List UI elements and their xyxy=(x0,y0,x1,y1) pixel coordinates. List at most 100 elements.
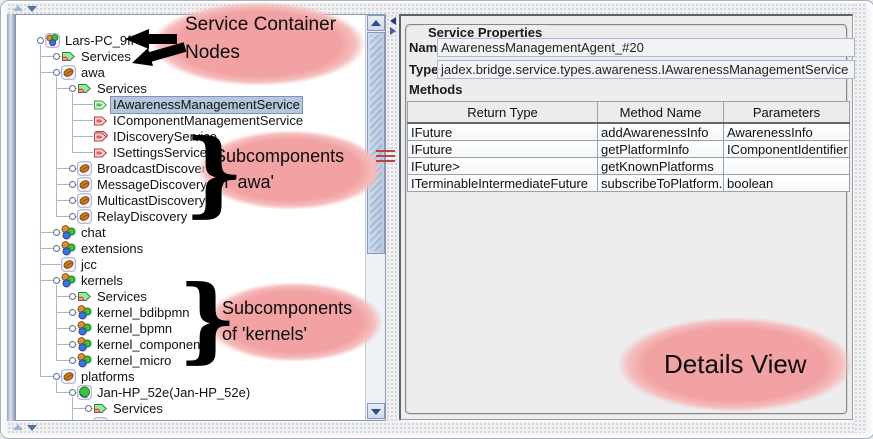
tree-node[interactable]: kernels xyxy=(16,272,364,288)
tree-expanded-handle[interactable] xyxy=(37,37,44,44)
tree-node[interactable]: IComponentManagementService xyxy=(16,112,364,128)
tree-node[interactable]: MulticastDiscovery xyxy=(16,192,364,208)
tree-node-label[interactable]: awa xyxy=(110,416,140,420)
tree-node[interactable]: awa xyxy=(16,64,364,80)
tree-node[interactable]: Lars-PC_9ff xyxy=(16,32,364,48)
scrollbar-thumb[interactable] xyxy=(367,32,385,254)
table-column-header[interactable]: Return Type xyxy=(407,101,598,124)
tree-collapsed-handle[interactable] xyxy=(69,357,76,364)
tree-expanded-handle[interactable] xyxy=(53,373,60,380)
splitpane-divider[interactable] xyxy=(386,14,403,421)
bean-icon xyxy=(61,257,76,272)
tree-node-label[interactable]: MessageDiscovery xyxy=(97,177,207,192)
collapse-right-icon[interactable] xyxy=(390,27,396,35)
tree-node[interactable]: kernel_micro xyxy=(16,352,364,368)
tree-node-label[interactable]: awa xyxy=(81,65,105,80)
collapse-up-icon[interactable] xyxy=(13,424,23,430)
balls-icon xyxy=(77,321,92,336)
tree-node[interactable]: awa xyxy=(16,416,364,420)
table-cell: IFuture> xyxy=(407,157,598,175)
tree-connector-line xyxy=(40,280,61,281)
tree-node-label[interactable]: Services xyxy=(97,289,147,304)
tree-node-label[interactable]: platforms xyxy=(81,369,135,384)
tree-node-label[interactable]: BroadcastDiscovery xyxy=(97,161,213,176)
tree-node[interactable]: MessageDiscovery xyxy=(16,176,364,192)
table-column-header[interactable]: Parameters xyxy=(723,101,850,124)
tree-collapsed-handle[interactable] xyxy=(53,53,60,60)
tree-node[interactable]: chat xyxy=(16,224,364,240)
tree-node[interactable]: IAwarenessManagementService xyxy=(16,96,364,114)
tree-connector-line xyxy=(56,168,77,169)
tree-node-label[interactable]: Services xyxy=(113,401,163,416)
tree-node[interactable]: Services xyxy=(16,48,364,64)
tree-collapsed-handle[interactable] xyxy=(69,181,76,188)
table-cell: ITerminableIntermediateFuture xyxy=(407,174,598,192)
tree-collapsed-handle[interactable] xyxy=(69,213,76,220)
scroll-up-button[interactable] xyxy=(367,15,385,31)
tree-node-label[interactable]: Jan-HP_52e(Jan-HP_52e) xyxy=(97,385,251,400)
tree-collapsed-handle[interactable] xyxy=(53,229,60,236)
tree-expanded-handle[interactable] xyxy=(53,277,60,284)
tree-node-label[interactable]: Services xyxy=(97,81,147,96)
table-cell: AwarenessInfo xyxy=(723,122,850,141)
tree-node-label[interactable]: kernel_bdibpmn xyxy=(97,305,190,320)
tree-node-label[interactable]: kernel_micro xyxy=(97,353,172,368)
tree-collapsed-handle[interactable] xyxy=(69,165,76,172)
tree-node[interactable]: extensions xyxy=(16,240,364,256)
bottom-split-divider[interactable] xyxy=(7,422,867,433)
table-row[interactable]: IFuture>getKnownPlatforms xyxy=(407,157,850,175)
tree-node-label[interactable]: RelayDiscovery xyxy=(97,209,188,224)
tree-expanded-handle[interactable] xyxy=(53,69,60,76)
tree-node-label[interactable]: chat xyxy=(81,225,106,240)
tree-node[interactable]: Jan-HP_52e(Jan-HP_52e) xyxy=(16,384,364,400)
tree-node-label[interactable]: Services xyxy=(81,49,131,64)
type-field[interactable]: jadex.bridge.service.types.awareness.IAw… xyxy=(437,60,855,79)
tree-node-label[interactable]: Lars-PC_9ff xyxy=(65,33,135,48)
collapse-up-icon[interactable] xyxy=(13,5,23,11)
tree-collapsed-handle[interactable] xyxy=(69,341,76,348)
tree-node-label[interactable]: extensions xyxy=(81,241,144,256)
name-field[interactable]: AwarenessManagementAgent_#20 xyxy=(437,38,855,57)
collapse-down-icon[interactable] xyxy=(27,6,37,12)
tree-node[interactable]: kernel_component xyxy=(16,336,364,352)
tree-node[interactable]: kernel_bpmn xyxy=(16,320,364,336)
tree-node-label[interactable]: IAwarenessManagementService xyxy=(110,96,303,114)
tree-node-label[interactable]: kernels xyxy=(81,273,123,288)
tree-node[interactable]: ISettingsService xyxy=(16,144,364,160)
tree-node-label[interactable]: jcc xyxy=(81,257,97,272)
tree-collapsed-handle[interactable] xyxy=(69,325,76,332)
tree-collapsed-handle[interactable] xyxy=(69,309,76,316)
tree-collapsed-handle[interactable] xyxy=(69,197,76,204)
tree-node[interactable]: IDiscoveryService xyxy=(16,128,364,144)
tree-expanded-handle[interactable] xyxy=(69,389,76,396)
tree-node-label[interactable]: IDiscoveryService xyxy=(113,129,218,144)
scroll-down-button[interactable] xyxy=(367,403,385,419)
tree-node[interactable]: platforms xyxy=(16,368,364,384)
tree-collapsed-handle[interactable] xyxy=(85,405,92,412)
tree-node-label[interactable]: kernel_component xyxy=(97,337,204,352)
tree-node[interactable]: Services xyxy=(16,400,364,416)
table-column-header[interactable]: Method Name xyxy=(597,101,724,124)
annotation-ellipse-details xyxy=(617,317,853,412)
tree-node[interactable]: Services xyxy=(16,80,364,96)
tree-node[interactable]: kernel_bdibpmn xyxy=(16,304,364,320)
tree-node-label[interactable]: ISettingsService xyxy=(113,145,207,160)
tree-expanded-handle[interactable] xyxy=(69,85,76,92)
tree-node-label[interactable]: MulticastDiscovery xyxy=(97,193,206,208)
tree-node[interactable]: jcc xyxy=(16,256,364,272)
tree-collapsed-handle[interactable] xyxy=(53,245,60,252)
tree-node[interactable]: RelayDiscovery xyxy=(16,208,364,224)
top-split-divider[interactable] xyxy=(7,3,867,14)
tree-vertical-scrollbar[interactable] xyxy=(365,15,385,420)
tree-collapsed-handle[interactable] xyxy=(69,293,76,300)
tree-node[interactable]: BroadcastDiscovery xyxy=(16,160,364,176)
tree-node[interactable]: Services xyxy=(16,288,364,304)
collapse-down-icon[interactable] xyxy=(27,425,37,431)
tree-node-label[interactable]: IComponentManagementService xyxy=(113,113,304,128)
collapse-left-icon[interactable] xyxy=(390,17,396,25)
tree-node-label[interactable]: kernel_bpmn xyxy=(97,321,173,336)
